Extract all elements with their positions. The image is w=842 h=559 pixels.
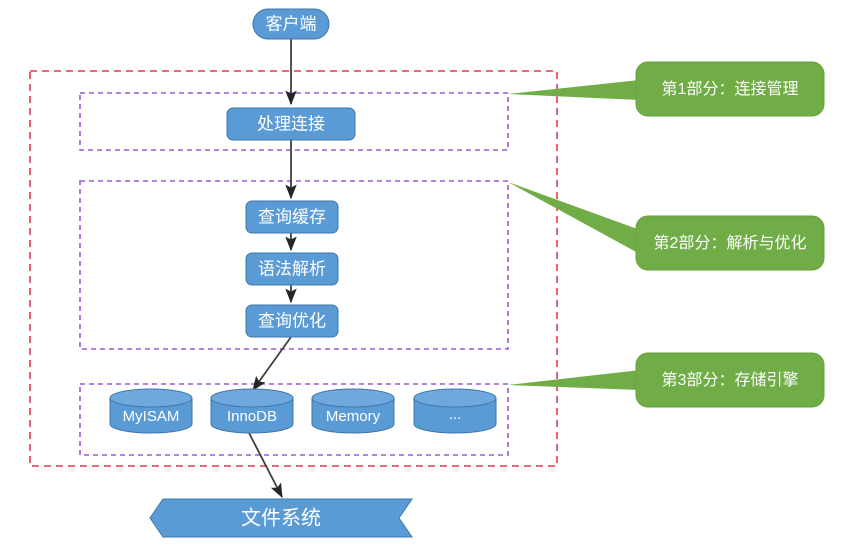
node-query-cache[interactable]: 查询缓存 [245, 200, 339, 234]
node-handle-connection-label: 处理连接 [257, 114, 325, 133]
storage-engine-myisam-label: MyISAM [123, 408, 180, 425]
callout-part-3-label: 第3部分：存储引擎 [662, 371, 799, 389]
edge-query-optimize-to-innodb [252, 336, 292, 391]
section-outline-parse-optimize [79, 180, 509, 350]
callout-tail-2 [508, 182, 640, 254]
storage-engine-myisam[interactable]: MyISAM [109, 388, 193, 434]
callout-part-1[interactable]: 第1部分：连接管理 [635, 61, 825, 117]
callout-part-3[interactable]: 第3部分：存储引擎 [635, 352, 825, 408]
callout-tail-1 [508, 80, 640, 100]
storage-engine-innodb[interactable]: InnoDB [210, 388, 294, 434]
node-file-system-label: 文件系统 [241, 506, 321, 529]
callout-tail-3 [508, 370, 640, 390]
node-query-optimize-label: 查询优化 [258, 311, 326, 330]
node-syntax-parse-label: 语法解析 [258, 259, 326, 278]
storage-engine-more-label: ... [449, 406, 462, 423]
node-syntax-parse[interactable]: 语法解析 [245, 252, 339, 286]
storage-engine-memory-label: Memory [326, 408, 381, 425]
section-outline-storage-engine [79, 383, 509, 456]
storage-engine-innodb-label: InnoDB [227, 408, 277, 425]
node-client[interactable]: 客户端 [252, 8, 330, 40]
node-query-optimize[interactable]: 查询优化 [245, 304, 339, 338]
storage-engine-memory[interactable]: Memory [311, 388, 395, 434]
node-handle-connection[interactable]: 处理连接 [226, 107, 356, 141]
callout-part-2[interactable]: 第2部分：解析与优化 [635, 215, 825, 271]
callout-part-2-label: 第2部分：解析与优化 [654, 234, 807, 252]
node-query-cache-label: 查询缓存 [258, 207, 326, 226]
storage-engine-more[interactable]: ... [413, 388, 497, 434]
edge-innodb-to-file-system [247, 430, 283, 498]
node-file-system[interactable]: 文件系统 [149, 498, 413, 538]
callout-part-1-label: 第1部分：连接管理 [662, 80, 799, 98]
server-boundary-outline [29, 70, 558, 467]
node-client-label: 客户端 [266, 14, 317, 33]
